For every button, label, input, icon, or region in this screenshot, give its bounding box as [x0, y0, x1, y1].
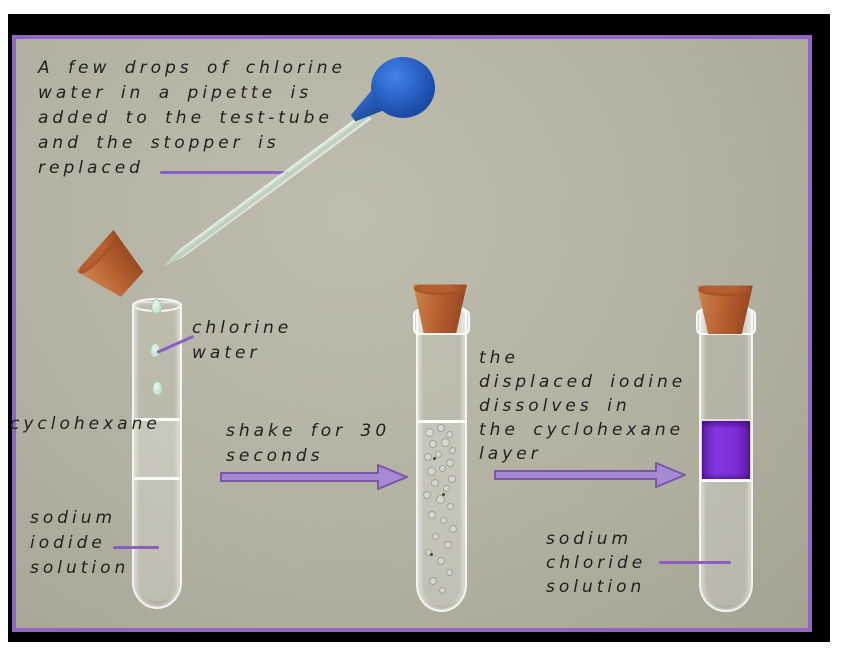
bubble-icon: [425, 428, 434, 437]
pipette-note-line: water in a pipette is: [38, 83, 313, 103]
stopper-tube2-icon: [413, 284, 467, 333]
iodine-speck-icon: [433, 457, 436, 460]
iodine-speck-icon: [442, 493, 445, 496]
bubble-icon: [446, 569, 453, 576]
iodine-cyclohexane-layer: [702, 421, 750, 479]
bubble-icon: [440, 517, 447, 524]
bubble-icon: [439, 465, 446, 472]
diagram-panel: [12, 35, 812, 632]
shake-line: seconds: [226, 446, 324, 466]
bubble-icon: [435, 451, 442, 458]
sodium-chloride-layer: [702, 482, 750, 606]
bubble-icon: [428, 511, 436, 519]
meniscus-line: [701, 419, 751, 422]
stopper-tube3-icon: [697, 285, 753, 334]
shaken-mixture-layer: [419, 422, 464, 606]
step1-arrow-icon: [220, 464, 408, 490]
bubble-icon: [437, 424, 445, 432]
chlorine-water-line: water: [192, 343, 261, 363]
bubble-icon: [424, 453, 432, 461]
iodine-note-line: displaced iodine: [479, 372, 687, 392]
shake-label: shake for 30 seconds: [226, 419, 390, 469]
stopper-removed-icon: [74, 227, 153, 306]
cyclohexane-line: cyclohexane: [10, 414, 161, 434]
layer-boundary-line: [701, 479, 751, 482]
iodine-speck-icon: [430, 553, 433, 556]
pipette-note-line: A few drops of chlorine: [38, 58, 346, 78]
iodine-note: the displaced iodine dissolves in the cy…: [479, 346, 686, 466]
pipette-note: A few drops of chlorine water in a pipet…: [38, 56, 346, 181]
chlorine-drop-icon: [152, 381, 163, 396]
sodium-iodide-layer: [135, 480, 179, 601]
pipette-pointer-line: [160, 171, 288, 174]
layer-boundary-line: [134, 477, 180, 480]
sodium-iodide-line: solution: [30, 558, 130, 578]
bubble-icon: [448, 475, 456, 483]
pipette-bulb-icon: [371, 57, 435, 118]
sodium-chloride-pointer-line: [659, 561, 731, 564]
test-tube-3: [696, 306, 756, 612]
iodine-note-line: the: [479, 348, 519, 368]
bubble-icon: [429, 577, 437, 585]
sodium-chloride-line: chloride: [546, 553, 647, 573]
cyclohexane-label: cyclohexane: [10, 412, 161, 437]
sodium-iodide-pointer-line: [113, 546, 159, 549]
sodium-chloride-label: sodium chloride solution: [546, 527, 646, 599]
bubble-icon: [431, 479, 439, 487]
pipette-note-line: and the stopper is: [38, 133, 280, 153]
bubble-icon: [444, 541, 452, 549]
sodium-chloride-line: sodium: [546, 529, 633, 549]
bubble-icon: [449, 447, 456, 454]
step2-arrow-icon: [494, 462, 686, 488]
iodine-note-line: layer: [479, 444, 542, 464]
bubble-icon: [436, 495, 445, 504]
chlorine-water-label: chlorine water: [192, 316, 292, 366]
test-tube-2: [413, 306, 470, 612]
chlorine-drop-icon: [151, 299, 162, 314]
bubble-icon: [439, 587, 446, 594]
bubble-icon: [429, 440, 437, 448]
bubble-icon: [446, 431, 453, 438]
pipette-note-line: replaced: [38, 158, 144, 178]
pipette-note-line: added to the test-tube: [38, 108, 333, 128]
bubble-icon: [425, 549, 432, 556]
bubble-icon: [449, 525, 457, 533]
cyclohexane-layer: [135, 420, 179, 477]
iodine-note-line: the cyclohexane: [479, 420, 685, 440]
meniscus-line: [418, 420, 465, 423]
bubble-icon: [447, 503, 454, 510]
sodium-iodide-line: iodide: [30, 533, 106, 553]
bubble-icon: [427, 467, 436, 476]
iodine-note-line: dissolves in: [479, 396, 631, 416]
sodium-iodide-label: sodium iodide solution: [30, 506, 129, 581]
bubble-icon: [441, 438, 450, 447]
shake-line: shake for 30: [226, 421, 391, 441]
bubble-icon: [446, 459, 454, 467]
bubble-icon: [423, 491, 431, 499]
meniscus-line: [134, 418, 180, 421]
chlorine-water-line: chlorine: [192, 318, 293, 338]
bubble-icon: [437, 557, 445, 565]
sodium-iodide-line: sodium: [30, 508, 117, 528]
sodium-chloride-line: solution: [546, 577, 646, 597]
bubble-icon: [432, 533, 439, 540]
bubble-icon: [443, 485, 450, 492]
